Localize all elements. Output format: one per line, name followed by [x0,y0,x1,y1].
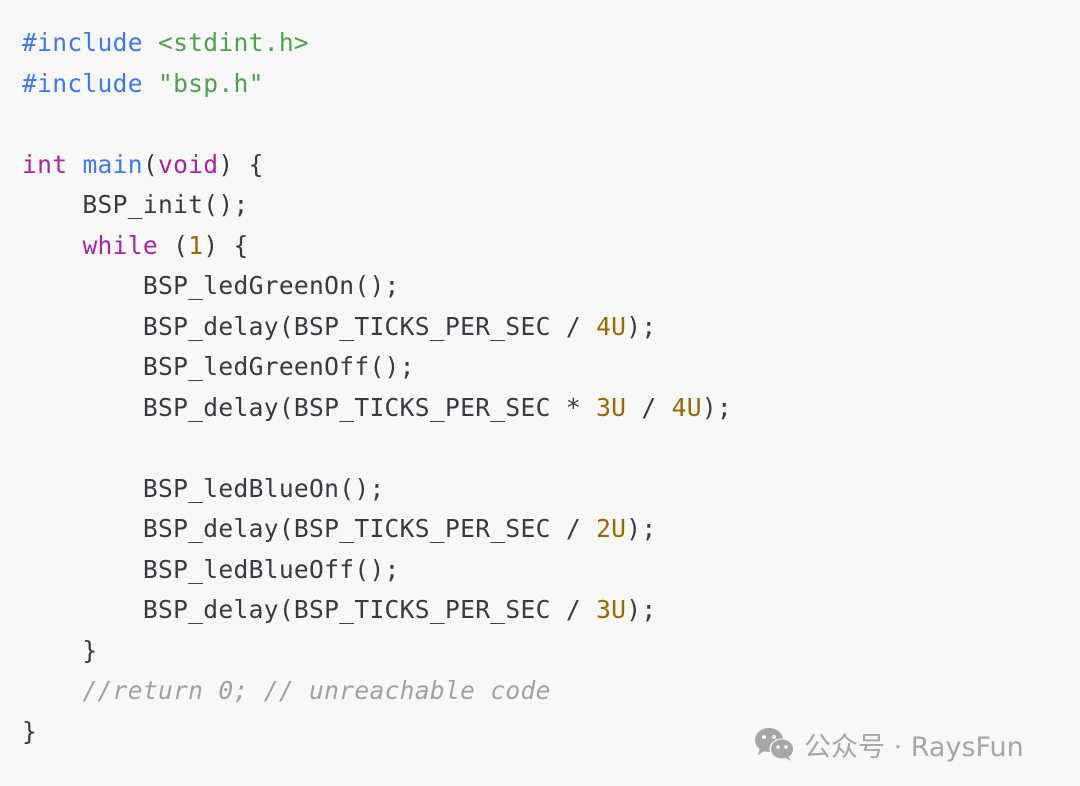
code-token-fn: main [82,149,143,179]
code-token-plain: ); [626,311,657,341]
code-token-plain: ( [142,149,158,179]
code-token-plain: ); [626,595,657,624]
code-line: BSP_ledBlueOff(); [22,550,732,591]
code-block: #include <stdint.h>#include "bsp.h" int … [22,23,732,752]
code-token-str: "bsp.h" [157,68,264,98]
code-line: BSP_ledGreenOn(); [22,266,732,307]
code-line: BSP_ledGreenOff(); [22,347,732,388]
code-token-plain: BSP_delay(BSP_TICKS_PER_SEC / [22,311,597,341]
code-token-plain: BSP_ledGreenOn(); [22,271,400,300]
code-token-num: 3U [596,595,627,624]
code-line: #include "bsp.h" [22,64,732,105]
code-token-kw: while [82,230,158,260]
code-line: BSP_init(); [22,185,732,226]
code-token-str: <stdint.h> [157,28,310,57]
code-line: } [22,712,732,753]
code-token-plain: ); [701,392,733,422]
code-line: //return 0; // unreachable code [22,671,732,712]
code-line: #include <stdint.h> [22,23,732,64]
code-line: } [22,631,732,672]
code-token-com: //return 0; // unreachable code [82,676,551,705]
code-token-plain: BSP_ledBlueOff(); [22,554,400,584]
code-token-num: 3U [596,392,627,422]
code-token-plain [67,150,82,179]
code-token-plain: BSP_init(); [22,190,249,219]
code-line: BSP_delay(BSP_TICKS_PER_SEC / 2U); [22,509,732,550]
code-token-plain: BSP_delay(BSP_TICKS_PER_SEC / [22,595,597,624]
code-token-pre: #include [22,28,158,57]
code-token-plain: ( [157,230,189,260]
code-token-plain: ); [626,514,657,543]
code-token-plain: / [626,392,672,422]
code-token-num: 2U [596,514,627,543]
code-line: int main(void) { [22,145,732,186]
code-line: BSP_ledBlueOn(); [22,469,732,510]
code-token-plain: BSP_delay(BSP_TICKS_PER_SEC / [22,514,597,543]
code-token-plain: BSP_delay(BSP_TICKS_PER_SEC * [22,392,597,422]
code-token-plain: ) { [203,230,249,260]
code-token-pre: #include [22,68,158,98]
code-line: BSP_delay(BSP_TICKS_PER_SEC / 4U); [22,307,732,348]
code-token-plain: } [22,716,38,746]
code-token-num: 4U [596,311,627,341]
code-token-plain: } [22,635,98,665]
code-token-kw: int [22,149,68,179]
watermark: 公众号 · RaysFun [754,724,1024,764]
watermark-text: 公众号 · RaysFun [804,731,1024,763]
code-line: BSP_delay(BSP_TICKS_PER_SEC * 3U / 4U); [22,388,732,429]
code-token-plain: ) { [218,149,264,179]
code-token-plain: BSP_ledGreenOff(); [22,352,415,381]
code-line: BSP_delay(BSP_TICKS_PER_SEC / 3U); [22,590,732,631]
wechat-icon [755,728,795,761]
code-token-plain [22,676,82,705]
code-token-kw: void [157,149,219,179]
code-line: while (1) { [22,226,732,267]
code-token-plain [22,231,82,260]
code-token-num: 1 [188,230,204,260]
code-token-num: 4U [671,392,702,422]
code-token-plain: BSP_ledBlueOn(); [22,473,385,503]
code-line [22,104,732,145]
code-line [22,428,732,469]
